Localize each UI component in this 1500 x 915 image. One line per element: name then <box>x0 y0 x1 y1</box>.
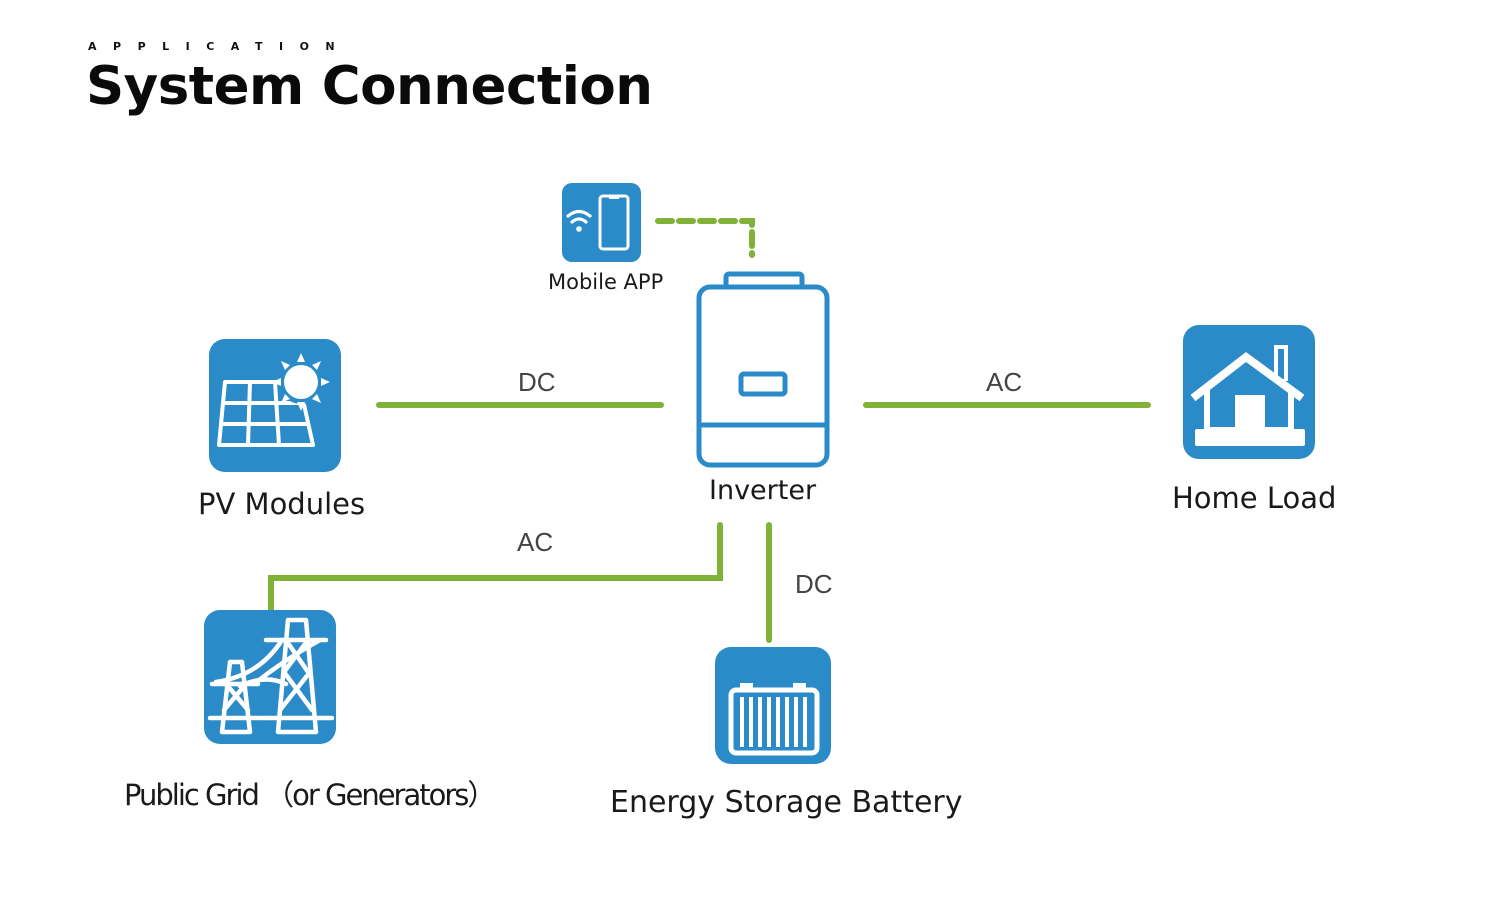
public-grid-tile[interactable] <box>204 610 336 744</box>
house-icon <box>1190 345 1305 446</box>
mobile-app-tile[interactable] <box>562 183 641 262</box>
wire-app-inverter-dashed <box>655 218 755 258</box>
section-eyebrow: APPLICATION <box>88 40 352 53</box>
connection-label-pv-dc: DC <box>518 367 556 397</box>
inverter-icon[interactable] <box>694 270 834 472</box>
pv-modules-tile[interactable] <box>209 339 341 472</box>
page-title: System Connection <box>86 56 653 117</box>
home-load-tile[interactable] <box>1183 325 1315 459</box>
connection-label-battery-dc: DC <box>795 569 833 599</box>
pv-modules-label: PV Modules <box>198 487 366 521</box>
battery-icon <box>728 683 820 756</box>
wire-grid-inverter-ac <box>268 522 723 615</box>
power-tower-icon <box>207 617 335 735</box>
battery-label: Energy Storage Battery <box>610 785 963 820</box>
solar-panel-icon <box>217 353 330 447</box>
connection-label-grid-ac: AC <box>517 527 554 557</box>
public-grid-label: Public Grid （or Generators） <box>124 778 496 812</box>
phone-wifi-icon <box>566 194 630 251</box>
inverter-label: Inverter <box>709 475 817 506</box>
connection-label-home-ac: AC <box>986 367 1023 397</box>
battery-tile[interactable] <box>715 647 831 764</box>
home-load-label: Home Load <box>1172 481 1337 515</box>
mobile-app-label: Mobile APP <box>548 270 664 294</box>
